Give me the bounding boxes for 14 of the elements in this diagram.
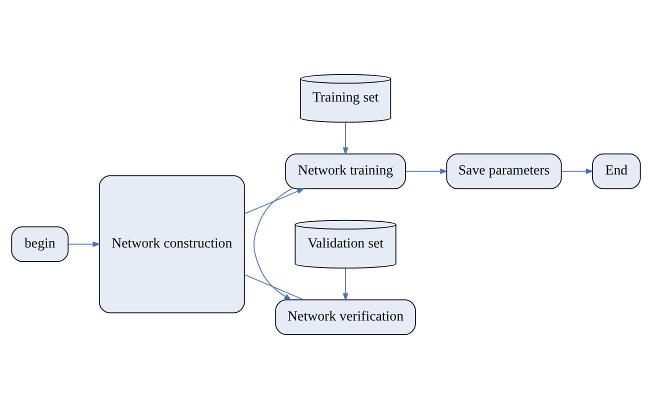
connector [244,274,304,300]
arrow [342,122,348,155]
arrow [561,168,594,174]
node-box: End [592,152,641,189]
arrow [253,188,292,300]
arrow [68,240,101,246]
node-box: Network verification [275,298,416,334]
node-box: Save parameters [446,152,562,189]
arrow [244,188,305,214]
node-box: Network construction [98,174,245,313]
node-box: Network training [285,152,406,189]
arrow [342,268,348,301]
arrow [405,168,448,174]
node-box: begin [11,226,69,262]
